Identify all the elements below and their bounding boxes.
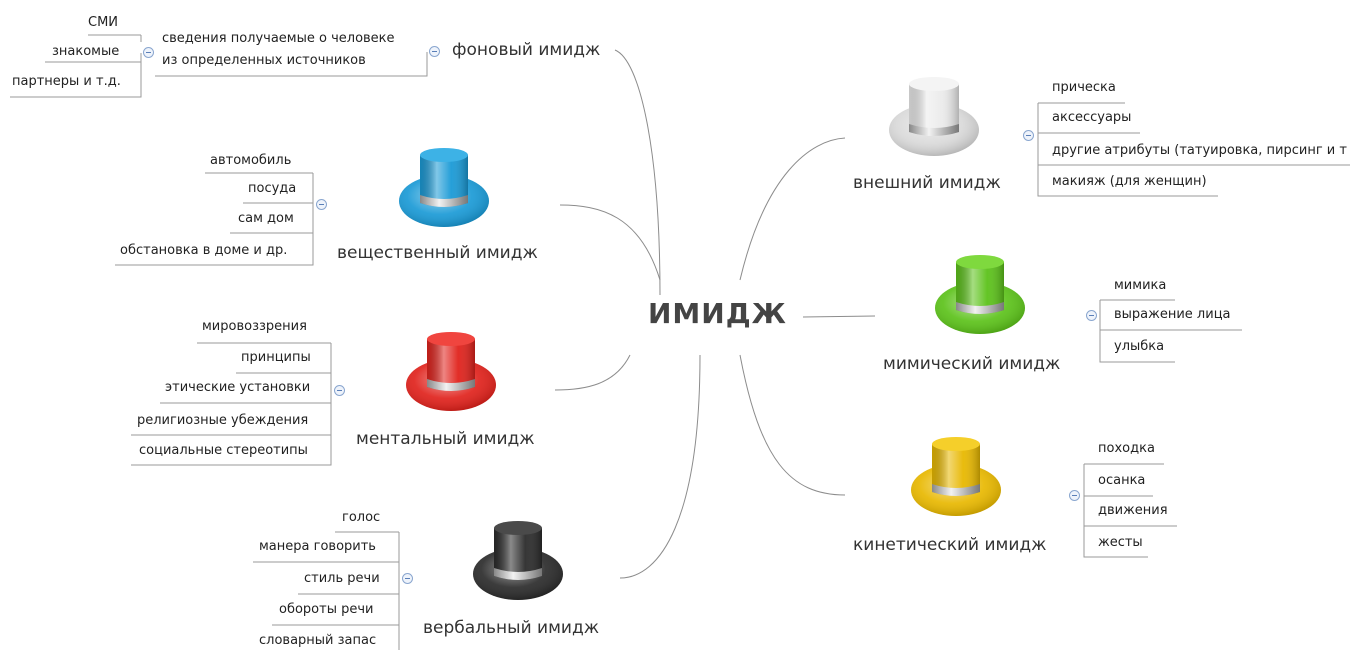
hat-icon-mimichesky (935, 255, 1025, 334)
branch-mimichesky-label[interactable]: мимический имидж (883, 354, 1061, 374)
leaf-mentalny-3[interactable]: религиозные убеждения (137, 413, 309, 428)
leaf-kinetichesky-0[interactable]: походка (1098, 441, 1155, 456)
fonovy-sub-line1[interactable]: сведения получаемые о человеке (162, 31, 395, 46)
leaf-mimichesky-1[interactable]: выражение лица (1114, 307, 1231, 322)
hat-icon-veshchestvenny (399, 148, 489, 227)
leaf-verbalny-2[interactable]: стиль речи (304, 571, 380, 586)
leaf-vneshny-2[interactable]: другие атрибуты (татуировка, пирсинг и т (1052, 143, 1347, 158)
connector-veshchestvenny (559, 204, 661, 281)
hat-icon-kinetichesky (911, 437, 1001, 516)
collapse-toggle-veshchestvenny[interactable] (316, 199, 327, 210)
leaf-mentalny-0[interactable]: мировоззрения (202, 319, 307, 334)
leaf-mentalny-1[interactable]: принципы (241, 350, 311, 365)
leaf-mentalny-2[interactable]: этические установки (165, 380, 311, 395)
collapse-toggle-vneshny[interactable] (1023, 130, 1034, 141)
connector-verbalny (619, 354, 701, 579)
leaf-verbalny-1[interactable]: манера говорить (259, 539, 376, 554)
leaf-verbalny-4[interactable]: словарный запас (259, 633, 377, 648)
collapse-toggle-fonovy[interactable] (429, 46, 440, 57)
fonovy-sub-line2[interactable]: из определенных источников (162, 53, 366, 68)
leaf-veshchestvenny-0[interactable]: автомобиль (210, 153, 292, 168)
connector-kinetichesky (739, 354, 846, 496)
branch-vneshny-label[interactable]: внешний имидж (853, 173, 1001, 193)
hat-icon-verbalny (473, 521, 563, 600)
leaf-mimichesky-0[interactable]: мимика (1114, 278, 1167, 293)
collapse-toggle-fonovy-sub[interactable] (143, 47, 154, 58)
hat-icon-mentalny (406, 332, 496, 411)
leaf-fonovy-0[interactable]: СМИ (88, 15, 119, 30)
leaf-mentalny-4[interactable]: социальные стереотипы (139, 443, 308, 458)
branch-fonovy-label[interactable]: фоновый имидж (452, 40, 601, 60)
connector-fonovy (614, 49, 661, 296)
connector-mimichesky (802, 315, 876, 318)
branch-mentalny-label[interactable]: ментальный имидж (356, 429, 535, 449)
leaf-mimichesky-2[interactable]: улыбка (1114, 339, 1165, 354)
leaf-kinetichesky-2[interactable]: движения (1098, 503, 1168, 518)
branch-veshchestvenny-label[interactable]: вещественный имидж (337, 243, 538, 263)
hat-icon-vneshny (889, 77, 979, 156)
leaf-kinetichesky-1[interactable]: осанка (1098, 473, 1146, 488)
collapse-toggle-kinetichesky[interactable] (1069, 490, 1080, 501)
branch-kinetichesky-label[interactable]: кинетический имидж (853, 535, 1047, 555)
leaf-vneshny-3[interactable]: макияж (для женщин) (1052, 174, 1207, 189)
collapse-toggle-mentalny[interactable] (334, 385, 345, 396)
leaf-kinetichesky-3[interactable]: жесты (1098, 535, 1143, 550)
collapse-toggle-verbalny[interactable] (402, 573, 413, 584)
connector-mentalny (554, 354, 631, 391)
central-topic[interactable]: ИМИДЖ (648, 297, 787, 330)
leaf-veshchestvenny-1[interactable]: посуда (248, 181, 297, 196)
leaf-veshchestvenny-3[interactable]: обстановка в доме и др. (120, 243, 288, 258)
branch-verbalny-label[interactable]: вербальный имидж (423, 618, 600, 638)
leaf-vneshny-1[interactable]: аксессуары (1052, 110, 1132, 125)
leaf-verbalny-0[interactable]: голос (342, 510, 381, 525)
collapse-toggle-mimichesky[interactable] (1086, 310, 1097, 321)
leaf-veshchestvenny-2[interactable]: сам дом (238, 211, 294, 226)
leaf-vneshny-0[interactable]: прическа (1052, 80, 1116, 95)
leaf-fonovy-2[interactable]: партнеры и т.д. (12, 74, 121, 89)
leaf-verbalny-3[interactable]: обороты речи (279, 602, 374, 617)
leaf-fonovy-1[interactable]: знакомые (52, 44, 120, 59)
connector-vneshny (739, 137, 846, 281)
